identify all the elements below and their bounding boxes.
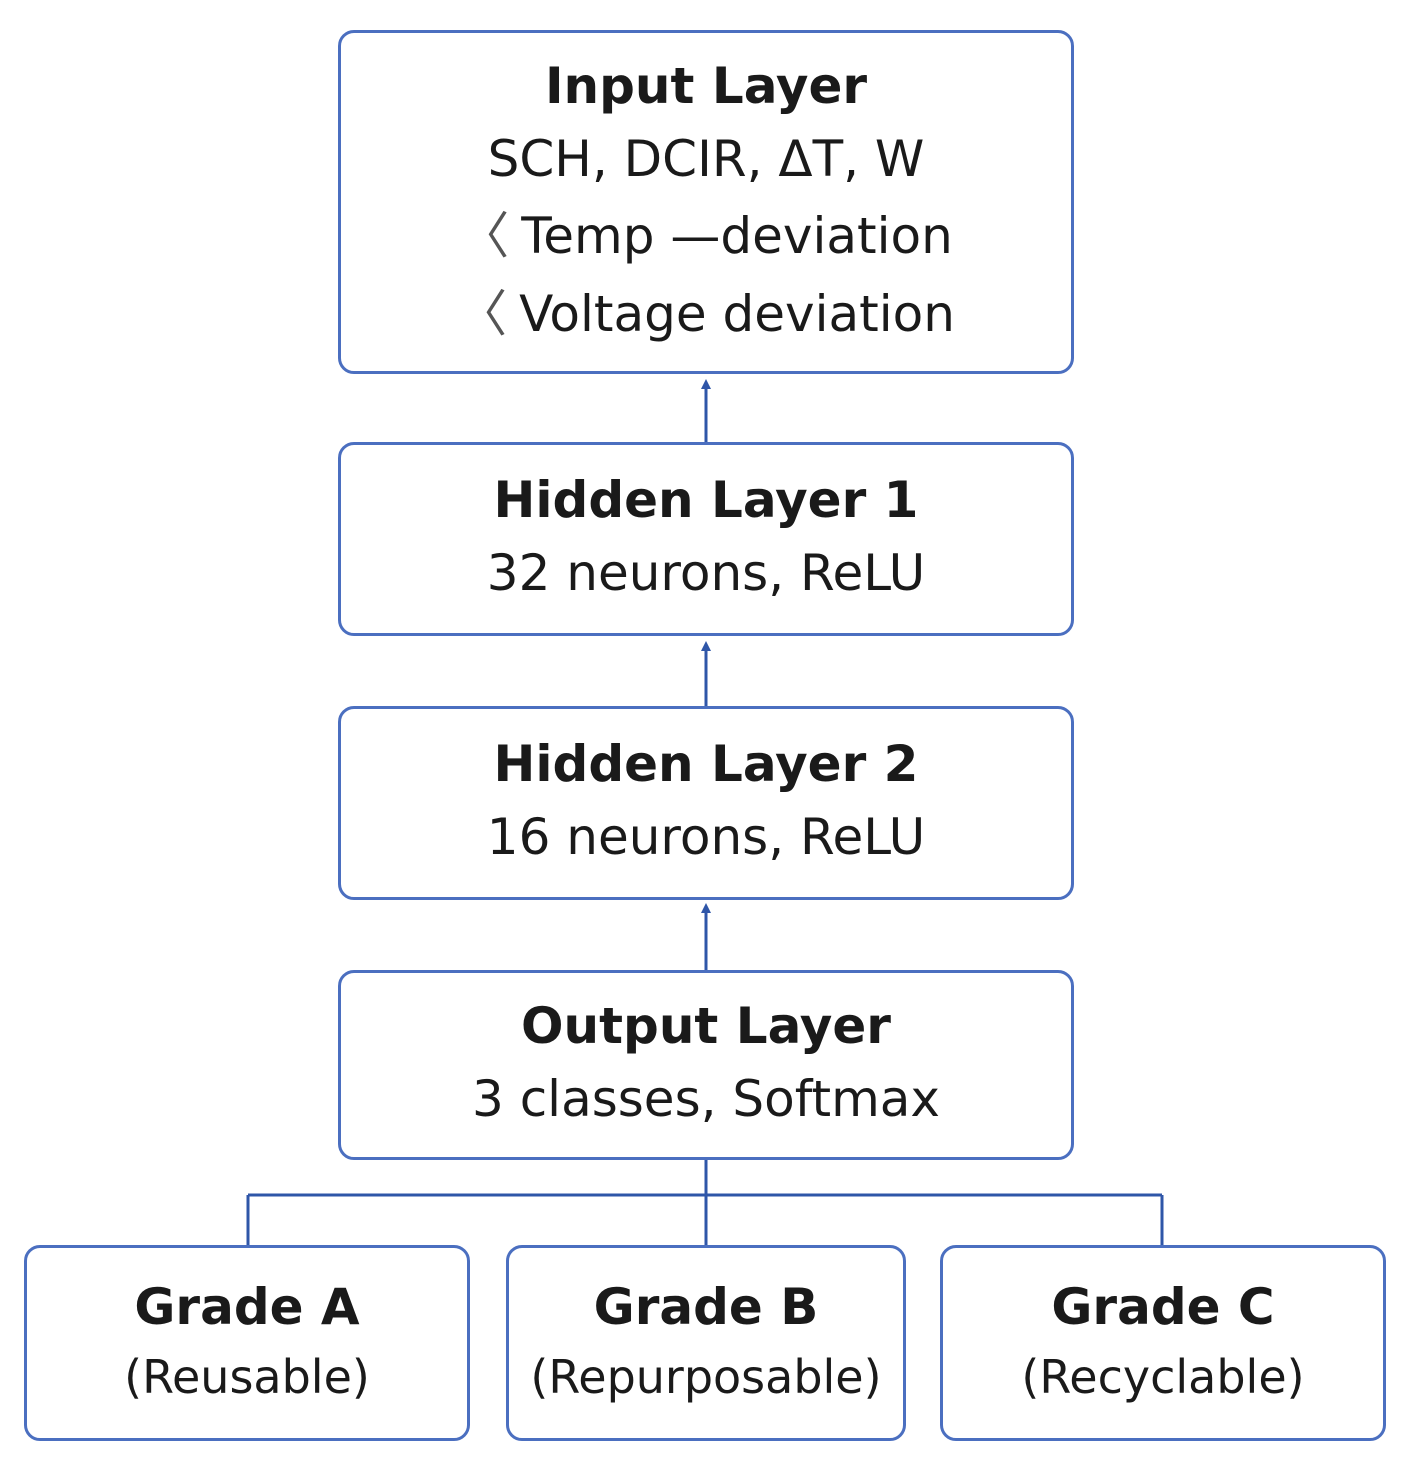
- input-features: SCH, DCIR, ΔT, W: [487, 129, 925, 188]
- hidden-layer-2-box: Hidden Layer 2 16 neurons, ReLU: [338, 706, 1074, 900]
- hidden-layer-2-detail: 16 neurons, ReLU: [486, 808, 926, 867]
- input-item-label: Temp —deviation: [521, 207, 953, 266]
- input-item-voltage: 〈Voltage deviation: [457, 276, 955, 354]
- input-layer-title: Input Layer: [544, 56, 868, 115]
- bullet-icon: 〈: [457, 284, 508, 343]
- output-layer-detail: 3 classes, Softmax: [471, 1070, 941, 1129]
- hidden-layer-1-detail: 32 neurons, ReLU: [486, 544, 926, 603]
- grade-a-label: (Reusable): [124, 1350, 370, 1405]
- bullet-icon: 〈: [459, 207, 510, 266]
- input-layer-box: Input Layer SCH, DCIR, ΔT, W 〈Temp —devi…: [338, 30, 1074, 374]
- hidden-layer-1-title: Hidden Layer 1: [493, 471, 919, 530]
- hidden-layer-1-box: Hidden Layer 1 32 neurons, ReLU: [338, 442, 1074, 636]
- grade-b-box: Grade B (Repurposable): [506, 1245, 906, 1441]
- grade-a-box: Grade A (Reusable): [24, 1245, 470, 1441]
- grade-b-label: (Repurposable): [530, 1350, 882, 1405]
- grade-c-title: Grade C: [1051, 1278, 1275, 1337]
- hidden-layer-2-title: Hidden Layer 2: [493, 735, 919, 794]
- input-item-temp: 〈Temp —deviation: [459, 198, 953, 276]
- grade-b-title: Grade B: [593, 1278, 819, 1337]
- grade-c-label: (Recyclable): [1021, 1350, 1305, 1405]
- grade-c-box: Grade C (Recyclable): [940, 1245, 1386, 1441]
- grade-a-title: Grade A: [134, 1278, 360, 1337]
- output-layer-box: Output Layer 3 classes, Softmax: [338, 970, 1074, 1160]
- input-item-label: Voltage deviation: [519, 284, 955, 343]
- output-layer-title: Output Layer: [521, 997, 891, 1056]
